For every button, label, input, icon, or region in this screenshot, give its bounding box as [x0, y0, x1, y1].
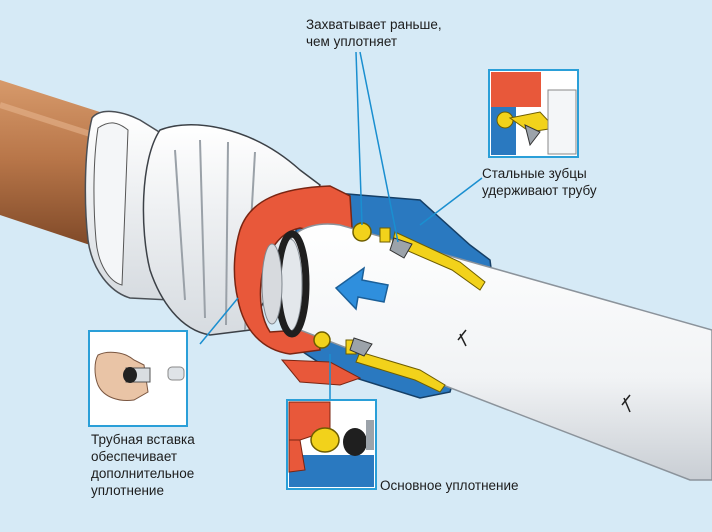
grip-ring-top — [352, 222, 486, 291]
pipe-marking-tick — [457, 329, 631, 413]
leader-lines — [199, 51, 483, 400]
steel-teeth — [349, 237, 413, 357]
callout-inset-main-seal — [286, 399, 377, 490]
label-grip-before-seal: Захватывает раньше, чем уплотняет — [306, 16, 442, 50]
label-line: Трубная вставка — [91, 432, 195, 447]
label-line: чем уплотняет — [306, 34, 398, 49]
label-line: Основное уплотнение — [380, 478, 519, 493]
label-line: удерживают трубу — [482, 183, 597, 198]
fitting-body — [84, 110, 321, 336]
flow-direction-arrow — [334, 266, 389, 311]
callout-inset-pipe-insert — [88, 330, 188, 427]
label-pipe-insert: Трубная вставка обеспечивает дополнитель… — [91, 431, 195, 499]
label-main-seal: Основное уплотнение — [380, 477, 519, 494]
label-line: Стальные зубцы — [482, 166, 587, 181]
label-line: обеспечивает — [91, 449, 178, 464]
callout-inset-steel-teeth — [488, 69, 579, 158]
label-steel-teeth: Стальные зубцы удерживают трубу — [482, 165, 597, 199]
plastic-pipe — [277, 223, 712, 481]
label-line: Захватывает раньше, — [306, 17, 442, 32]
label-line: уплотнение — [91, 483, 164, 498]
pipe-insert — [261, 243, 283, 325]
label-line: дополнительное — [91, 466, 195, 481]
